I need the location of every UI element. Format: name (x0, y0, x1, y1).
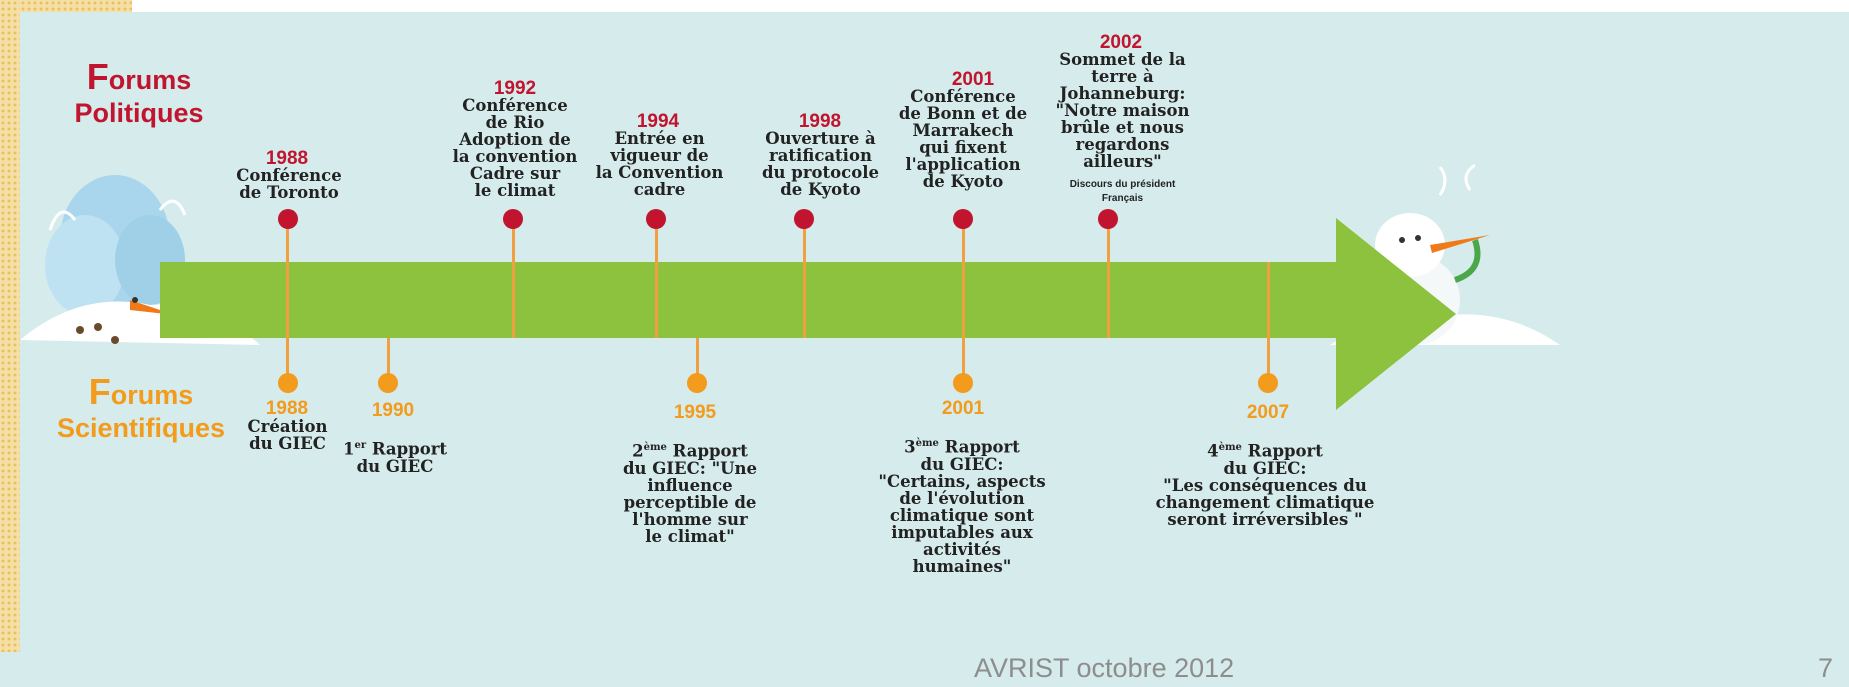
political-year-1992: 1992 (493, 78, 537, 99)
political-year-2002: 2002 (1099, 32, 1143, 53)
political-text-1998: Ouverture à ratification du protocole de… (762, 129, 879, 199)
political-year-1988: 1988 (265, 148, 309, 169)
scientific-text-1988: Création du GIEC (247, 417, 328, 453)
timeline-bar (160, 262, 1350, 338)
political-dot-2002 (1098, 209, 1118, 229)
political-stem-1994 (655, 220, 658, 338)
footer-label: AVRIST octobre 2012 (974, 653, 1235, 683)
political-year-2001: 2001 (951, 69, 995, 90)
scientific-dot-1988 (278, 373, 298, 393)
scientific-year-1995: 1995 (673, 402, 717, 423)
political-forums-label: Forums Politiques (74, 56, 204, 129)
political-dot-1992 (503, 209, 523, 229)
scientific-stem-1995 (696, 338, 699, 383)
political-text-2002: Sommet de la terre à Johanneburg: "Notre… (1055, 50, 1190, 171)
political-text-1994: Entrée en vigueur de la Convention cadre (595, 129, 724, 199)
political-dot-1998 (794, 209, 814, 229)
footer-band (0, 652, 1849, 687)
political-stem-1998 (803, 220, 806, 338)
scientific-stem-2007 (1267, 262, 1270, 382)
scientific-dot-1995 (687, 373, 707, 393)
scientific-dot-1990 (378, 373, 398, 393)
scientific-year-2001: 2001 (941, 398, 985, 419)
decorative-border-top (20, 0, 132, 12)
scientific-year-1990: 1990 (371, 400, 415, 421)
political-note-2002: Discours du président Français (1069, 179, 1176, 204)
political-stem-1988 (286, 220, 289, 380)
political-dot-1988 (278, 209, 298, 229)
political-stem-1992 (512, 220, 515, 338)
scientific-stem-1990 (387, 338, 390, 383)
political-dot-2001 (953, 209, 973, 229)
scientific-year-2007: 2007 (1246, 402, 1290, 423)
scientific-dot-2001 (953, 373, 973, 393)
page-number: 7 (1818, 653, 1834, 683)
political-year-1998: 1998 (798, 111, 842, 132)
political-stem-2002 (1107, 220, 1110, 338)
timeline-arrowhead (1336, 218, 1456, 410)
decorative-border-left (0, 0, 20, 687)
political-stem-2001 (962, 220, 965, 380)
political-text-2001: Conférence de Bonn et de Marrakech qui f… (898, 87, 1028, 191)
political-text-1988: Conférence de Toronto (236, 166, 342, 202)
political-year-1994: 1994 (636, 111, 680, 132)
scientific-forums-label: Forums Scientifiques (56, 371, 226, 444)
political-text-1992: Conférence de Rio Adoption de la convent… (452, 96, 578, 200)
political-dot-1994 (646, 209, 666, 229)
scientific-dot-2007 (1258, 373, 1278, 393)
scientific-year-1988: 1988 (265, 398, 309, 419)
